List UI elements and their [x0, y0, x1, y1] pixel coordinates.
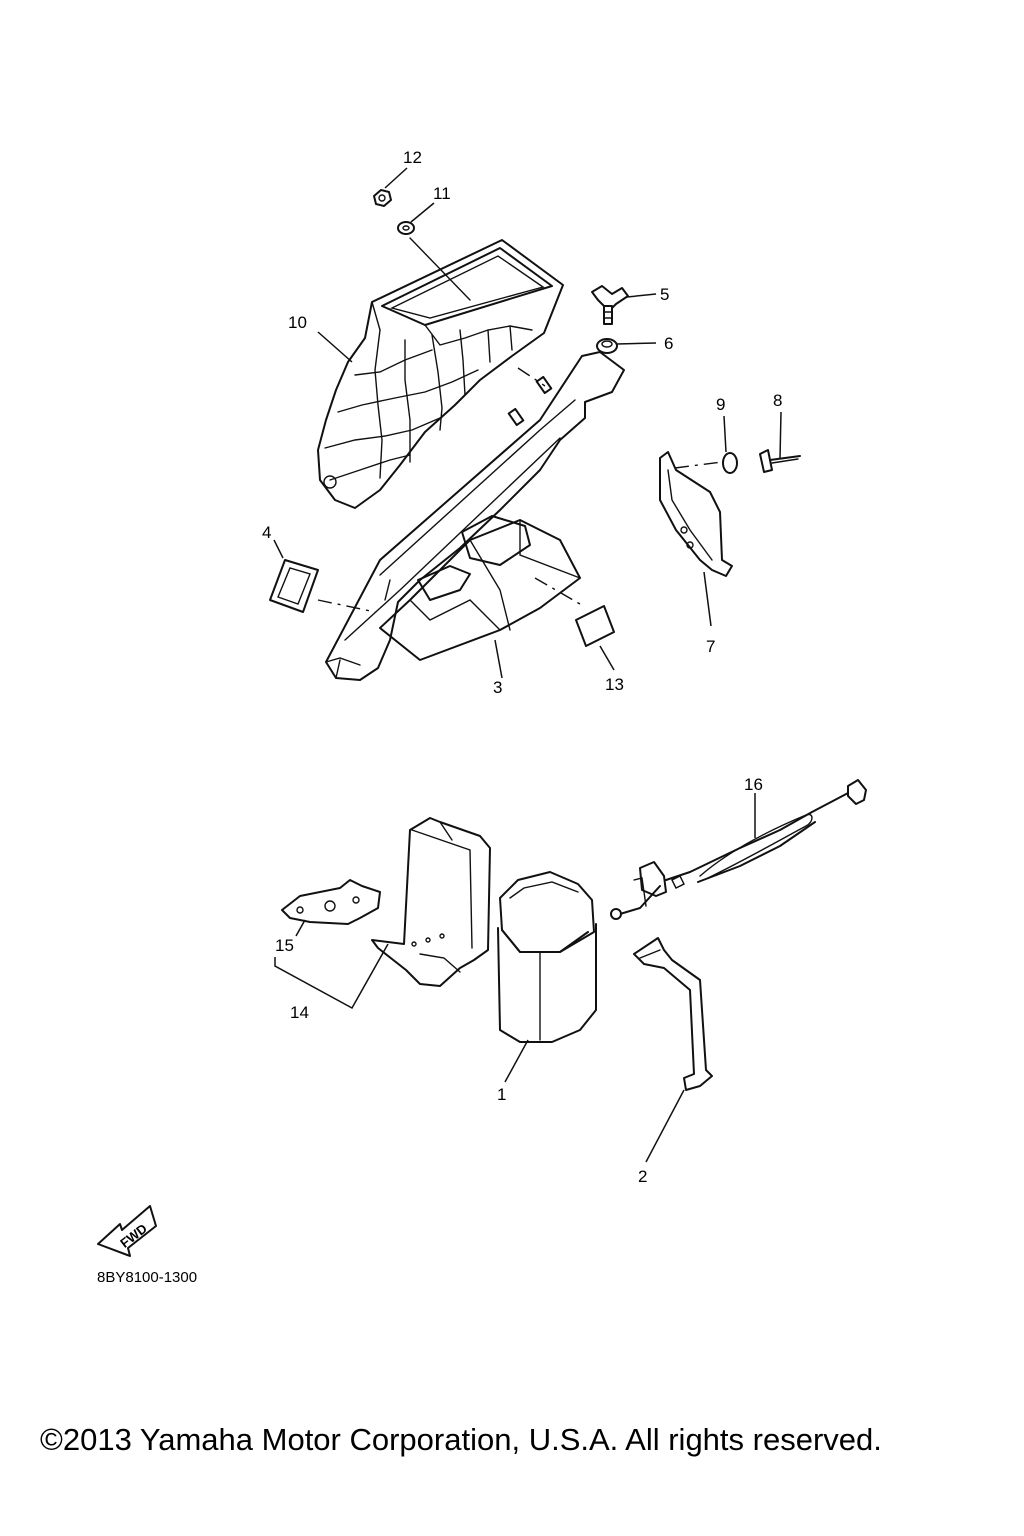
part-2-strap [633, 937, 713, 1091]
callout-2: 2 [638, 1167, 647, 1186]
part-10-intake-duct [317, 239, 564, 509]
callout-5: 5 [660, 285, 669, 304]
callout-3: 3 [493, 678, 502, 697]
callout-4: 4 [262, 523, 271, 542]
part-12-nut [373, 189, 392, 207]
callout-13: 13 [605, 675, 624, 694]
part-6-grommet [596, 338, 618, 354]
callout-9: 9 [716, 395, 725, 414]
part-13-pad [575, 605, 615, 647]
part-14-bracket [371, 817, 491, 987]
fwd-arrow-icon: FWD [97, 1205, 157, 1257]
part-3-battery-box [325, 351, 625, 681]
callout-12: 12 [403, 148, 422, 167]
callout-8: 8 [773, 391, 782, 410]
part-15-plate [281, 879, 381, 925]
part-9-washer [722, 452, 738, 474]
callout-16: 16 [744, 775, 763, 794]
part-8-screw [759, 449, 801, 473]
callout-7: 7 [706, 637, 715, 656]
callout-6: 6 [664, 334, 673, 353]
part-11-washer [397, 221, 415, 235]
callout-14: 14 [290, 1003, 309, 1022]
part-7-bracket [659, 451, 733, 577]
callout-10: 10 [288, 313, 307, 332]
part-1-canister [497, 871, 597, 1043]
callout-1: 1 [497, 1085, 506, 1104]
diagram-code: 8BY8100-1300 [97, 1269, 197, 1286]
part-4-gasket [269, 559, 319, 613]
callout-15: 15 [275, 936, 294, 955]
callout-11: 11 [433, 184, 451, 203]
part-5-wing-bolt [591, 285, 629, 325]
copyright-notice: ©2013 Yamaha Motor Corporation, U.S.A. A… [40, 1422, 882, 1457]
part-16-cable [610, 779, 867, 920]
